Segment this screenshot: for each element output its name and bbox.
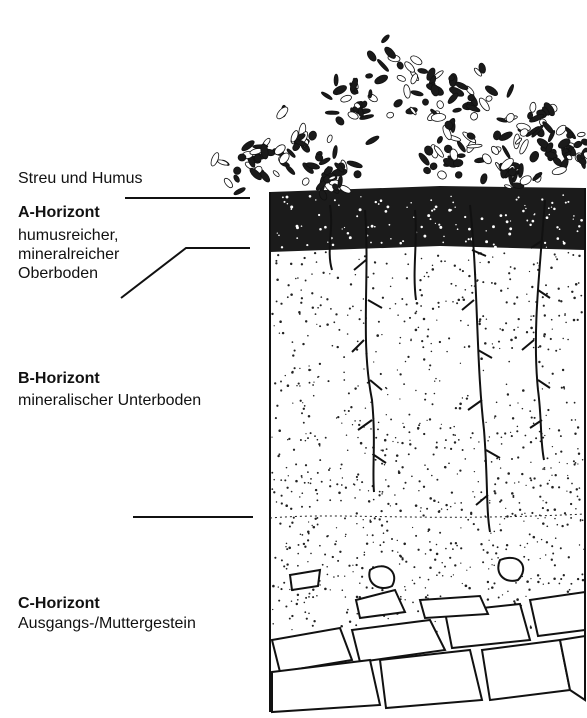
b-horizont-title: B-Horizont bbox=[18, 369, 201, 388]
a-horizont-desc-line3: Oberboden bbox=[18, 264, 119, 283]
b-horizont-desc: mineralischer Unterboden bbox=[18, 391, 201, 410]
a-horizont-desc-line2: mineralreicher bbox=[18, 245, 119, 264]
label-streu-und-humus: Streu und Humus bbox=[18, 169, 143, 188]
ground-vegetation bbox=[209, 34, 587, 202]
label-group-b-horizont: B-Horizont mineralischer Unterboden bbox=[18, 369, 201, 410]
label-group-a-horizont: A-Horizont humusreicher, mineralreicher … bbox=[18, 203, 119, 283]
c-horizont-title: C-Horizont bbox=[18, 594, 196, 613]
a-horizont-desc-line1: humusreicher, bbox=[18, 226, 119, 245]
c-horizont-desc: Ausgangs-/Muttergestein bbox=[18, 614, 196, 633]
humus-layer bbox=[270, 186, 585, 252]
leader-line-a-horizont bbox=[121, 248, 250, 298]
label-group-c-horizont: C-Horizont Ausgangs-/Muttergestein bbox=[18, 594, 196, 633]
a-horizont-title: A-Horizont bbox=[18, 203, 119, 222]
